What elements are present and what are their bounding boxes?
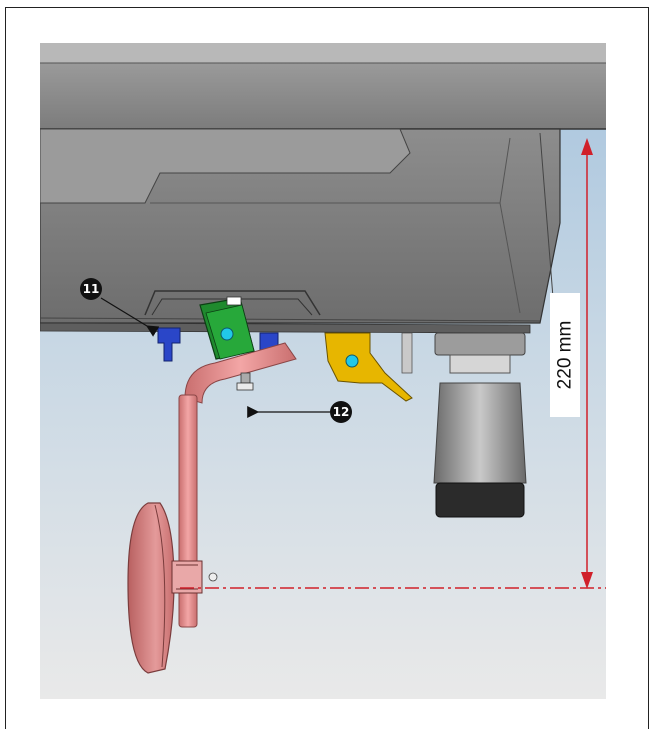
callout-12-number: 12	[332, 405, 350, 419]
knee-lifter-diagram	[40, 43, 606, 699]
figure-frame	[5, 7, 649, 729]
dimension-line	[180, 138, 606, 589]
green-bracket	[199, 296, 255, 360]
callout-11-arrow	[100, 297, 160, 337]
illustration: 220 mm	[40, 43, 606, 699]
dimension-label-box: 220 mm	[550, 293, 580, 417]
callout-11-badge: 11	[80, 278, 102, 300]
machine-base	[40, 128, 561, 334]
screw-12	[236, 372, 254, 391]
yellow-bracket	[324, 332, 413, 402]
knee-pad-11	[127, 502, 218, 674]
callout-11-number: 11	[82, 282, 100, 296]
callout-12-badge: 12	[330, 401, 352, 423]
table-foot	[433, 332, 527, 518]
